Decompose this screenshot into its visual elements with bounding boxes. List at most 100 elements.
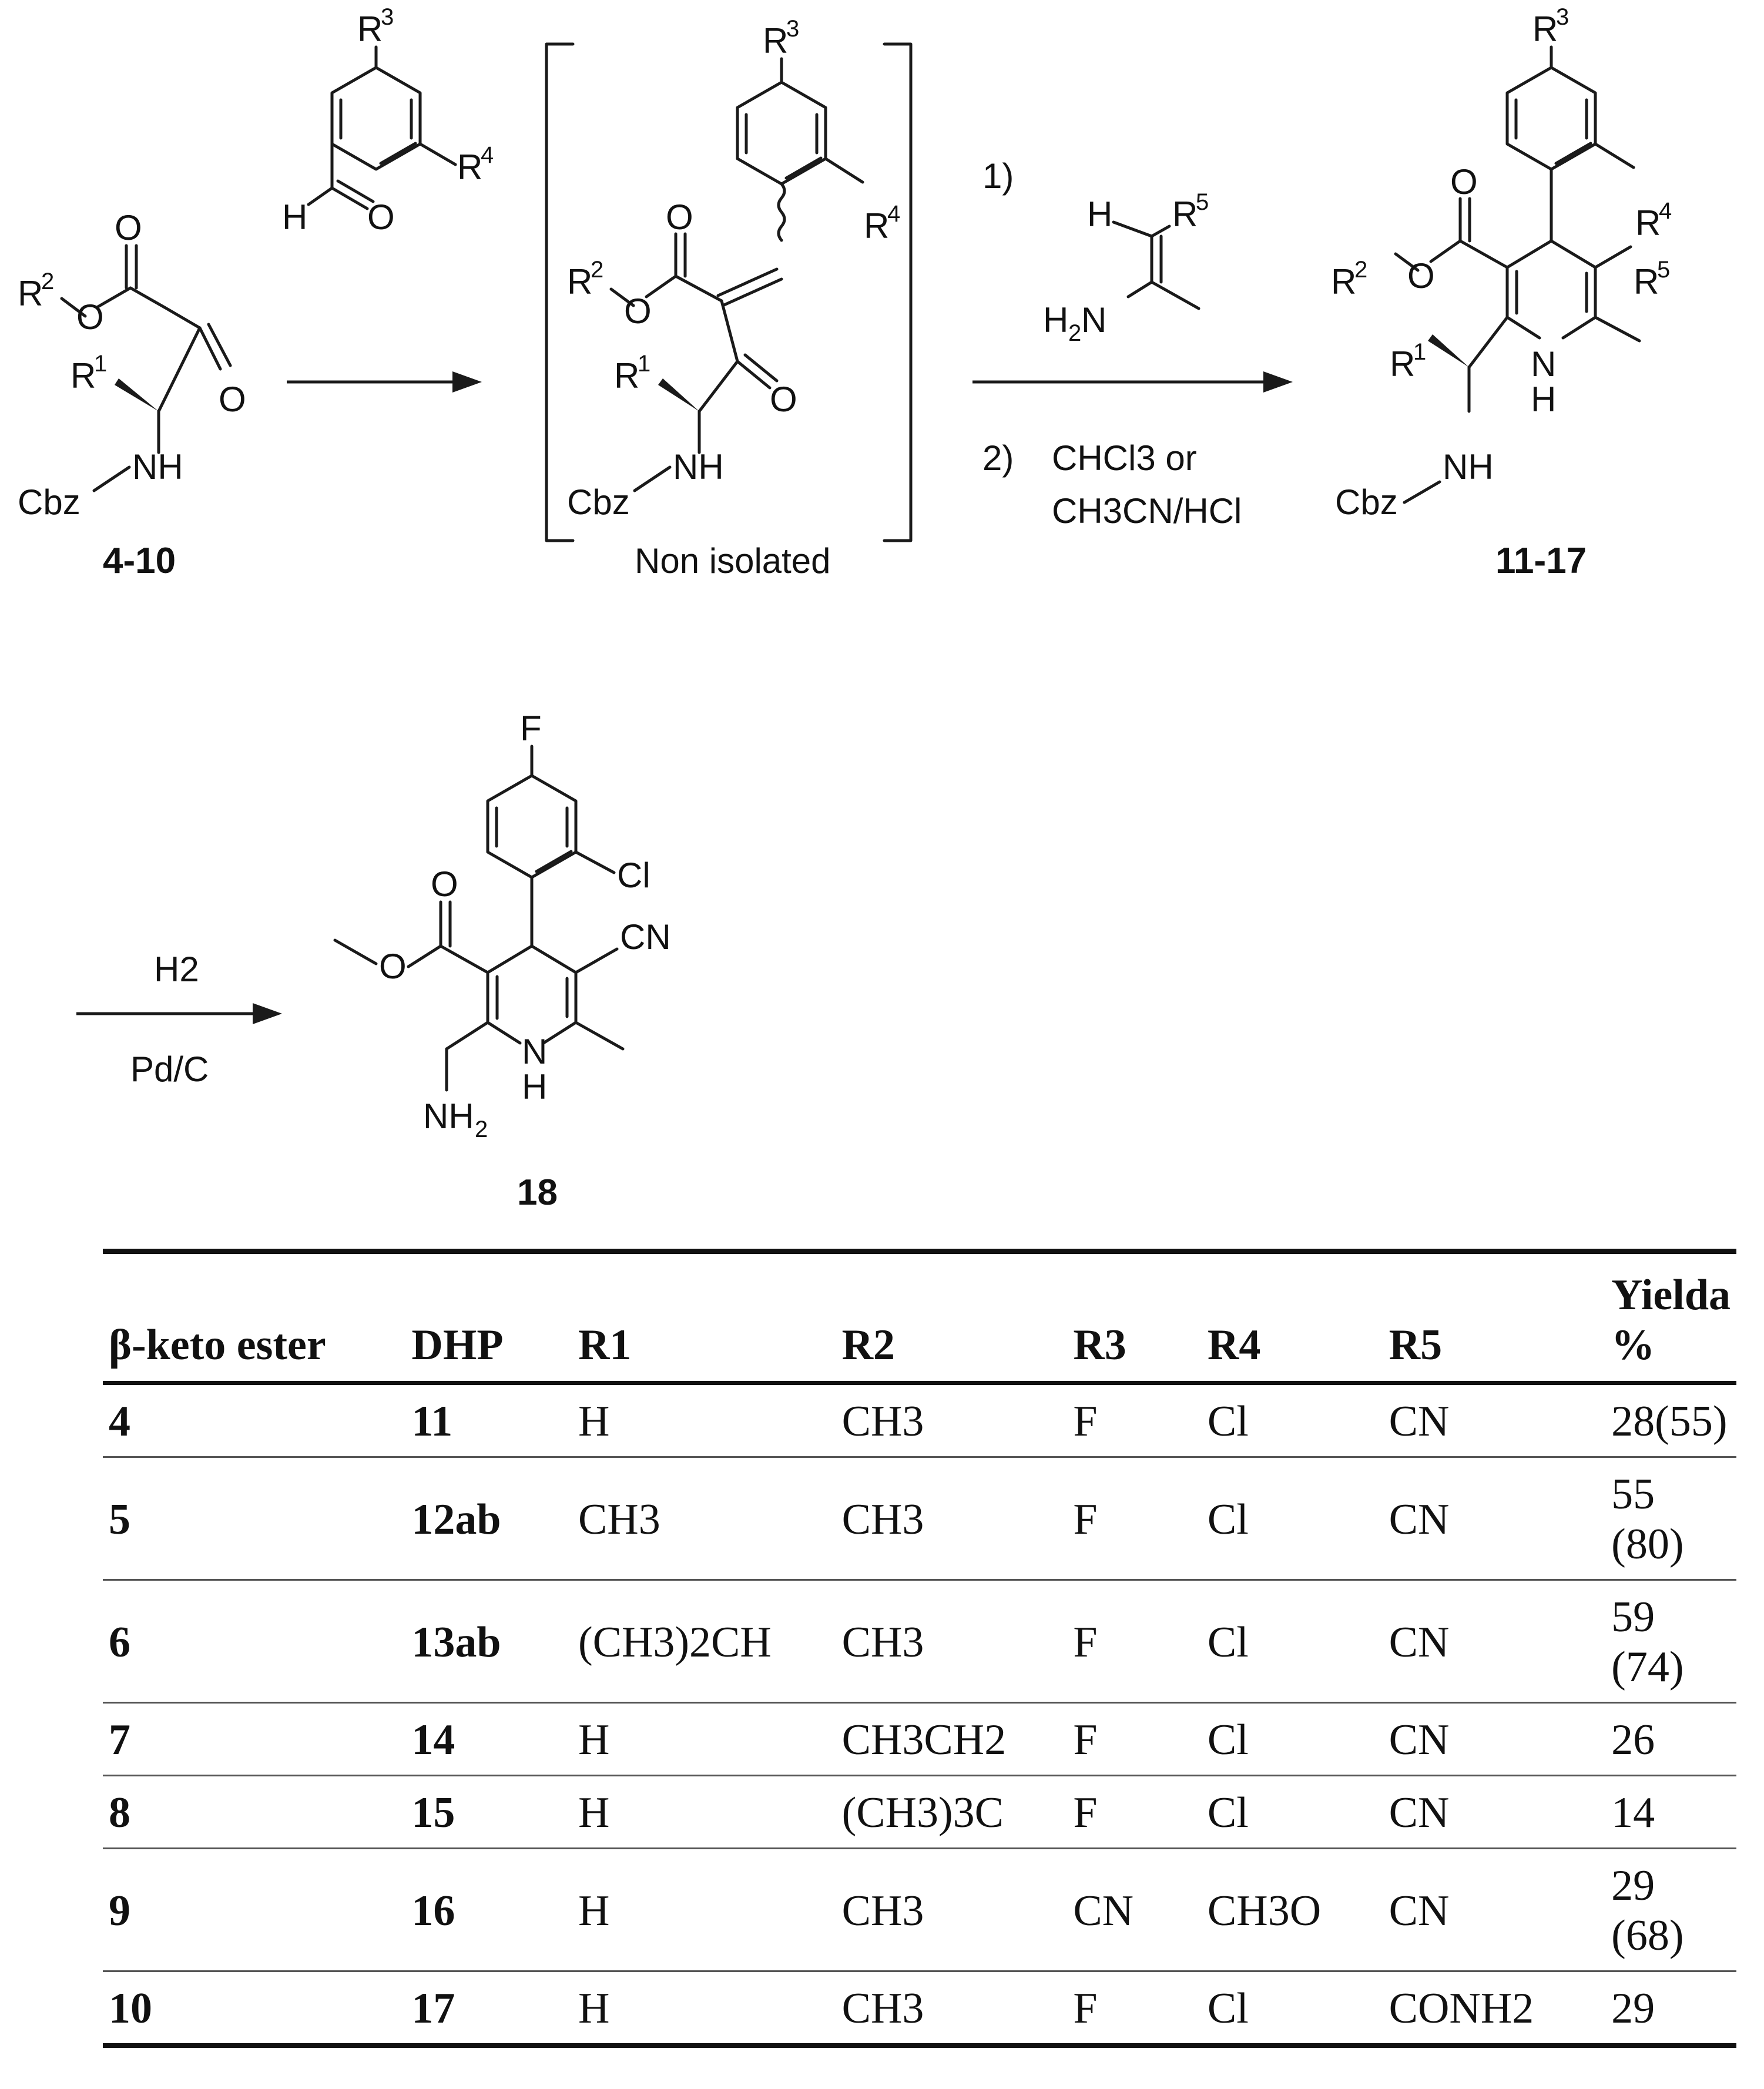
cell-r1: H <box>572 1848 836 1972</box>
structure-aldehyde: R3 R4 H O <box>282 4 494 237</box>
cell-r5: CN <box>1383 1775 1606 1849</box>
header-r4: R4 <box>1207 1321 1261 1369</box>
cell-beta-keto-ester: 6 <box>103 1580 406 1704</box>
svg-text:5: 5 <box>1657 257 1670 283</box>
results-table-container: β-keto ester DHP R1 R2 R3 R4 R5 Yielda %… <box>103 1249 1736 2048</box>
header-beta-keto-ester: β-keto ester <box>109 1321 326 1369</box>
cell-r4: Cl <box>1201 1383 1383 1458</box>
cell-r2: CH3CH2 <box>836 1702 1068 1776</box>
cell-yield: 29 <box>1605 1971 1736 2048</box>
reagent-h2: H2 <box>154 950 199 989</box>
svg-text:2: 2 <box>1068 320 1081 346</box>
svg-text:Cbz: Cbz <box>567 482 630 522</box>
cell-dhp: 12ab <box>405 1457 572 1581</box>
cell-r1: H <box>572 1702 836 1776</box>
cell-r5: CN <box>1383 1702 1606 1776</box>
svg-text:R: R <box>1331 262 1356 301</box>
svg-text:NH: NH <box>1443 447 1494 487</box>
svg-text:H: H <box>1043 300 1068 340</box>
header-r2: R2 <box>841 1321 896 1369</box>
svg-text:O: O <box>219 380 246 419</box>
cell-r4: Cl <box>1201 1971 1383 2048</box>
svg-text:3: 3 <box>1556 4 1569 30</box>
reagent-pd-c: Pd/C <box>130 1049 209 1089</box>
cell-r1: (CH3)2CH <box>572 1580 836 1704</box>
header-r5: R5 <box>1389 1321 1443 1369</box>
cell-r2: (CH3)3C <box>836 1775 1068 1849</box>
cell-r1: CH3 <box>572 1457 836 1581</box>
svg-text:O: O <box>770 380 797 419</box>
svg-text:O: O <box>115 208 142 247</box>
svg-text:H: H <box>522 1067 547 1106</box>
svg-text:O: O <box>666 197 693 237</box>
reaction-arrow-2 <box>972 371 1293 393</box>
reaction-scheme: O R2 O O R1 NH Cbz 4-10 R3 R4 H O <box>18 4 1672 1213</box>
structure-dhp-product: R3 R4 R5 O R2 O R1 N H NH Cbz 11-17 <box>1331 4 1672 581</box>
reaction-arrow-3: H2 Pd/C <box>76 950 282 1089</box>
svg-text:1: 1 <box>94 351 107 377</box>
svg-text:NH: NH <box>423 1097 474 1136</box>
cell-dhp: 14 <box>405 1702 572 1776</box>
svg-text:3: 3 <box>381 4 394 30</box>
conditions-line-2: CH3CN/HCl <box>1052 491 1242 531</box>
header-yield: Yielda % <box>1611 1271 1731 1369</box>
svg-text:4: 4 <box>887 201 900 227</box>
reaction-arrow-1 <box>287 371 482 393</box>
cell-r2: CH3 <box>836 1580 1068 1704</box>
svg-text:N: N <box>1531 344 1556 384</box>
conditions-line-1: CHCl3 or <box>1052 438 1197 478</box>
svg-text:R: R <box>18 274 43 313</box>
intermediate-label: Non isolated <box>635 541 831 581</box>
svg-text:5: 5 <box>1196 189 1209 215</box>
svg-text:R: R <box>763 21 788 61</box>
svg-text:R: R <box>457 147 482 187</box>
svg-text:1: 1 <box>1413 339 1426 365</box>
svg-text:R: R <box>1635 203 1661 243</box>
cell-r4: Cl <box>1201 1775 1383 1849</box>
results-table: β-keto ester DHP R1 R2 R3 R4 R5 Yielda %… <box>103 1249 1736 2048</box>
cell-r2: CH3 <box>836 1383 1068 1458</box>
cell-r4: CH3O <box>1201 1848 1383 1972</box>
step-2-label: 2) <box>982 438 1014 478</box>
svg-text:4: 4 <box>481 142 494 168</box>
structure-beta-keto-ester: O R2 O O R1 NH Cbz 4-10 <box>18 208 246 581</box>
cell-r1: H <box>572 1971 836 2048</box>
svg-text:H: H <box>282 197 307 237</box>
cell-r3: F <box>1067 1702 1202 1776</box>
svg-text:O: O <box>379 947 407 986</box>
cell-dhp: 11 <box>405 1383 572 1458</box>
cell-r2: CH3 <box>836 1971 1068 2048</box>
svg-text:O: O <box>431 864 458 904</box>
svg-text:O: O <box>1407 256 1435 296</box>
svg-text:Cl: Cl <box>617 856 650 895</box>
svg-text:3: 3 <box>786 16 799 42</box>
cell-r3: F <box>1067 1971 1202 2048</box>
svg-text:NH: NH <box>673 447 724 487</box>
cell-r2: CH3 <box>836 1457 1068 1581</box>
svg-text:NH: NH <box>132 447 183 487</box>
svg-text:N: N <box>522 1032 547 1071</box>
svg-text:F: F <box>520 709 542 748</box>
cell-yield: 28(55) <box>1605 1383 1736 1458</box>
svg-text:O: O <box>367 197 395 237</box>
svg-text:R: R <box>1532 9 1558 49</box>
cell-beta-keto-ester: 4 <box>103 1383 406 1458</box>
cell-yield: 26 <box>1605 1702 1736 1776</box>
compound-label-final: 18 <box>517 1172 558 1213</box>
cell-r3: CN <box>1067 1848 1202 1972</box>
svg-text:1: 1 <box>638 351 650 377</box>
cell-r5: CONH2 <box>1383 1971 1606 2048</box>
cell-dhp: 13ab <box>405 1580 572 1704</box>
svg-text:Cbz: Cbz <box>1335 482 1398 522</box>
cell-r3: F <box>1067 1775 1202 1849</box>
